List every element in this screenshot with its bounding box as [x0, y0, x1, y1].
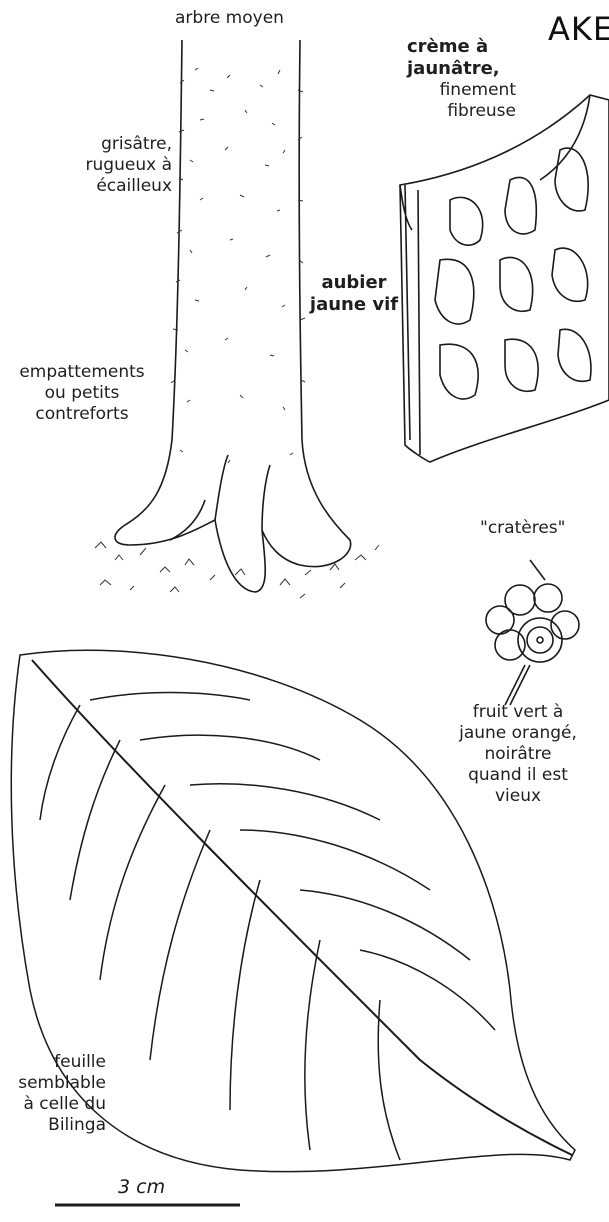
label-sapwood: aubier jaune vif — [308, 272, 400, 316]
scale-label: 3 cm — [118, 1176, 165, 1198]
tree-trunk-drawing — [115, 40, 351, 592]
label-slash-line1: crème à — [407, 36, 488, 58]
label-buttress: empattements ou petits contreforts — [2, 362, 162, 425]
bark-slash-drawing — [400, 95, 609, 462]
label-craters: "cratères" — [480, 518, 565, 539]
ground-grass — [95, 542, 379, 598]
label-leaf: feuille semblable à celle du Bilinga — [0, 1052, 106, 1136]
page-title: AKE — [548, 10, 609, 48]
fruit-drawing — [486, 560, 579, 705]
label-fruit: fruit vert à jaune orangé, noirâtre quan… — [438, 702, 598, 807]
bark-texture — [171, 68, 305, 463]
label-slash-line3: finement fibreuse — [398, 80, 516, 122]
label-slash-line2: jaunâtre, — [407, 58, 500, 80]
label-tree: arbre moyen — [175, 8, 284, 29]
label-bark-color: grisâtre, rugueux à écailleux — [52, 134, 172, 197]
